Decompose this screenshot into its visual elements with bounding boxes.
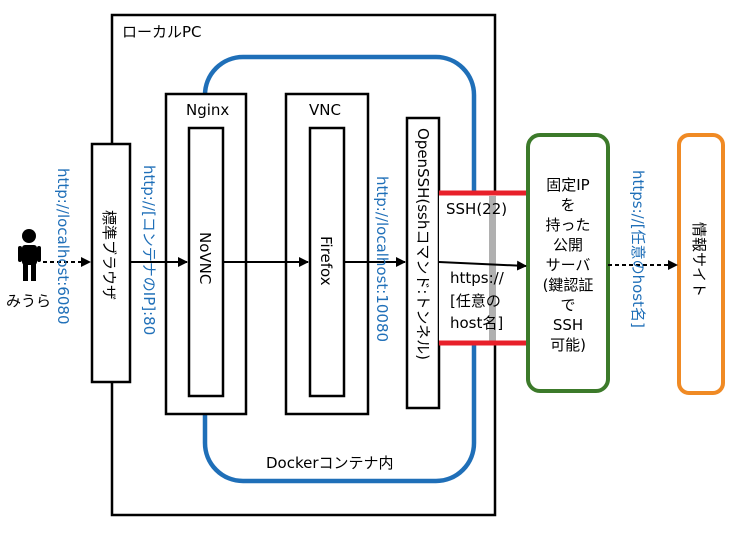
localhost-6080-label: http://localhost:6080 [54,168,72,325]
openssh-box [405,116,441,410]
ssh-22-label: SSH(22) [446,200,507,218]
svg-text:host名]: host名] [450,314,503,332]
svg-text:持った: 持った [545,216,590,234]
local-pc-label: ローカルPC [122,23,202,41]
svg-text:(鍵認証: (鍵認証 [543,276,594,294]
browser-box [90,142,132,384]
info-site-box [677,133,725,395]
tunnel-shaft [489,196,496,342]
localhost-10080-label: http://localhost:10080 [373,176,391,342]
novnc-label: NoVNC [196,232,214,284]
svg-text:固定IP: 固定IP [546,176,589,194]
firefox-label: Firefox [317,236,335,286]
svg-text:[任意の: [任意の [450,292,501,310]
https-host-label: https:// [任意の host名] [450,269,505,332]
svg-text:SSH: SSH [553,316,583,334]
novnc-box [187,126,225,398]
browser-label: 標準ブラウザ [100,210,118,300]
svg-text:可能): 可能) [550,336,586,354]
container-ip-80-label: http://[コンテナのIP]:80 [140,165,158,335]
ssh-server-label: 固定IP を 持った 公開 サーバ (鍵認証 で SSH 可能) [543,176,594,354]
https-any-host-label: https://[任意のhost名] [629,170,647,328]
svg-text:を: を [560,196,575,214]
openssh-label: OpenSSH(sshコマンド:トンネル) [414,128,432,360]
svg-text:で: で [560,296,575,314]
svg-text:サーバ: サーバ [546,256,591,274]
arrow-tunnel-server [438,260,527,271]
nginx-label: Nginx [186,101,229,119]
firefox-box [308,126,346,398]
ssh-server-box [526,133,610,393]
vnc-label: VNC [309,101,341,119]
user-icon [18,229,41,281]
user-label: みうら [6,292,51,310]
docker-label: Dockerコンテナ内 [266,454,394,472]
svg-text:https://: https:// [450,269,505,287]
ssh-tunnel [439,193,527,343]
info-site-label: 情報サイト [690,222,708,297]
svg-text:公開: 公開 [553,236,583,254]
